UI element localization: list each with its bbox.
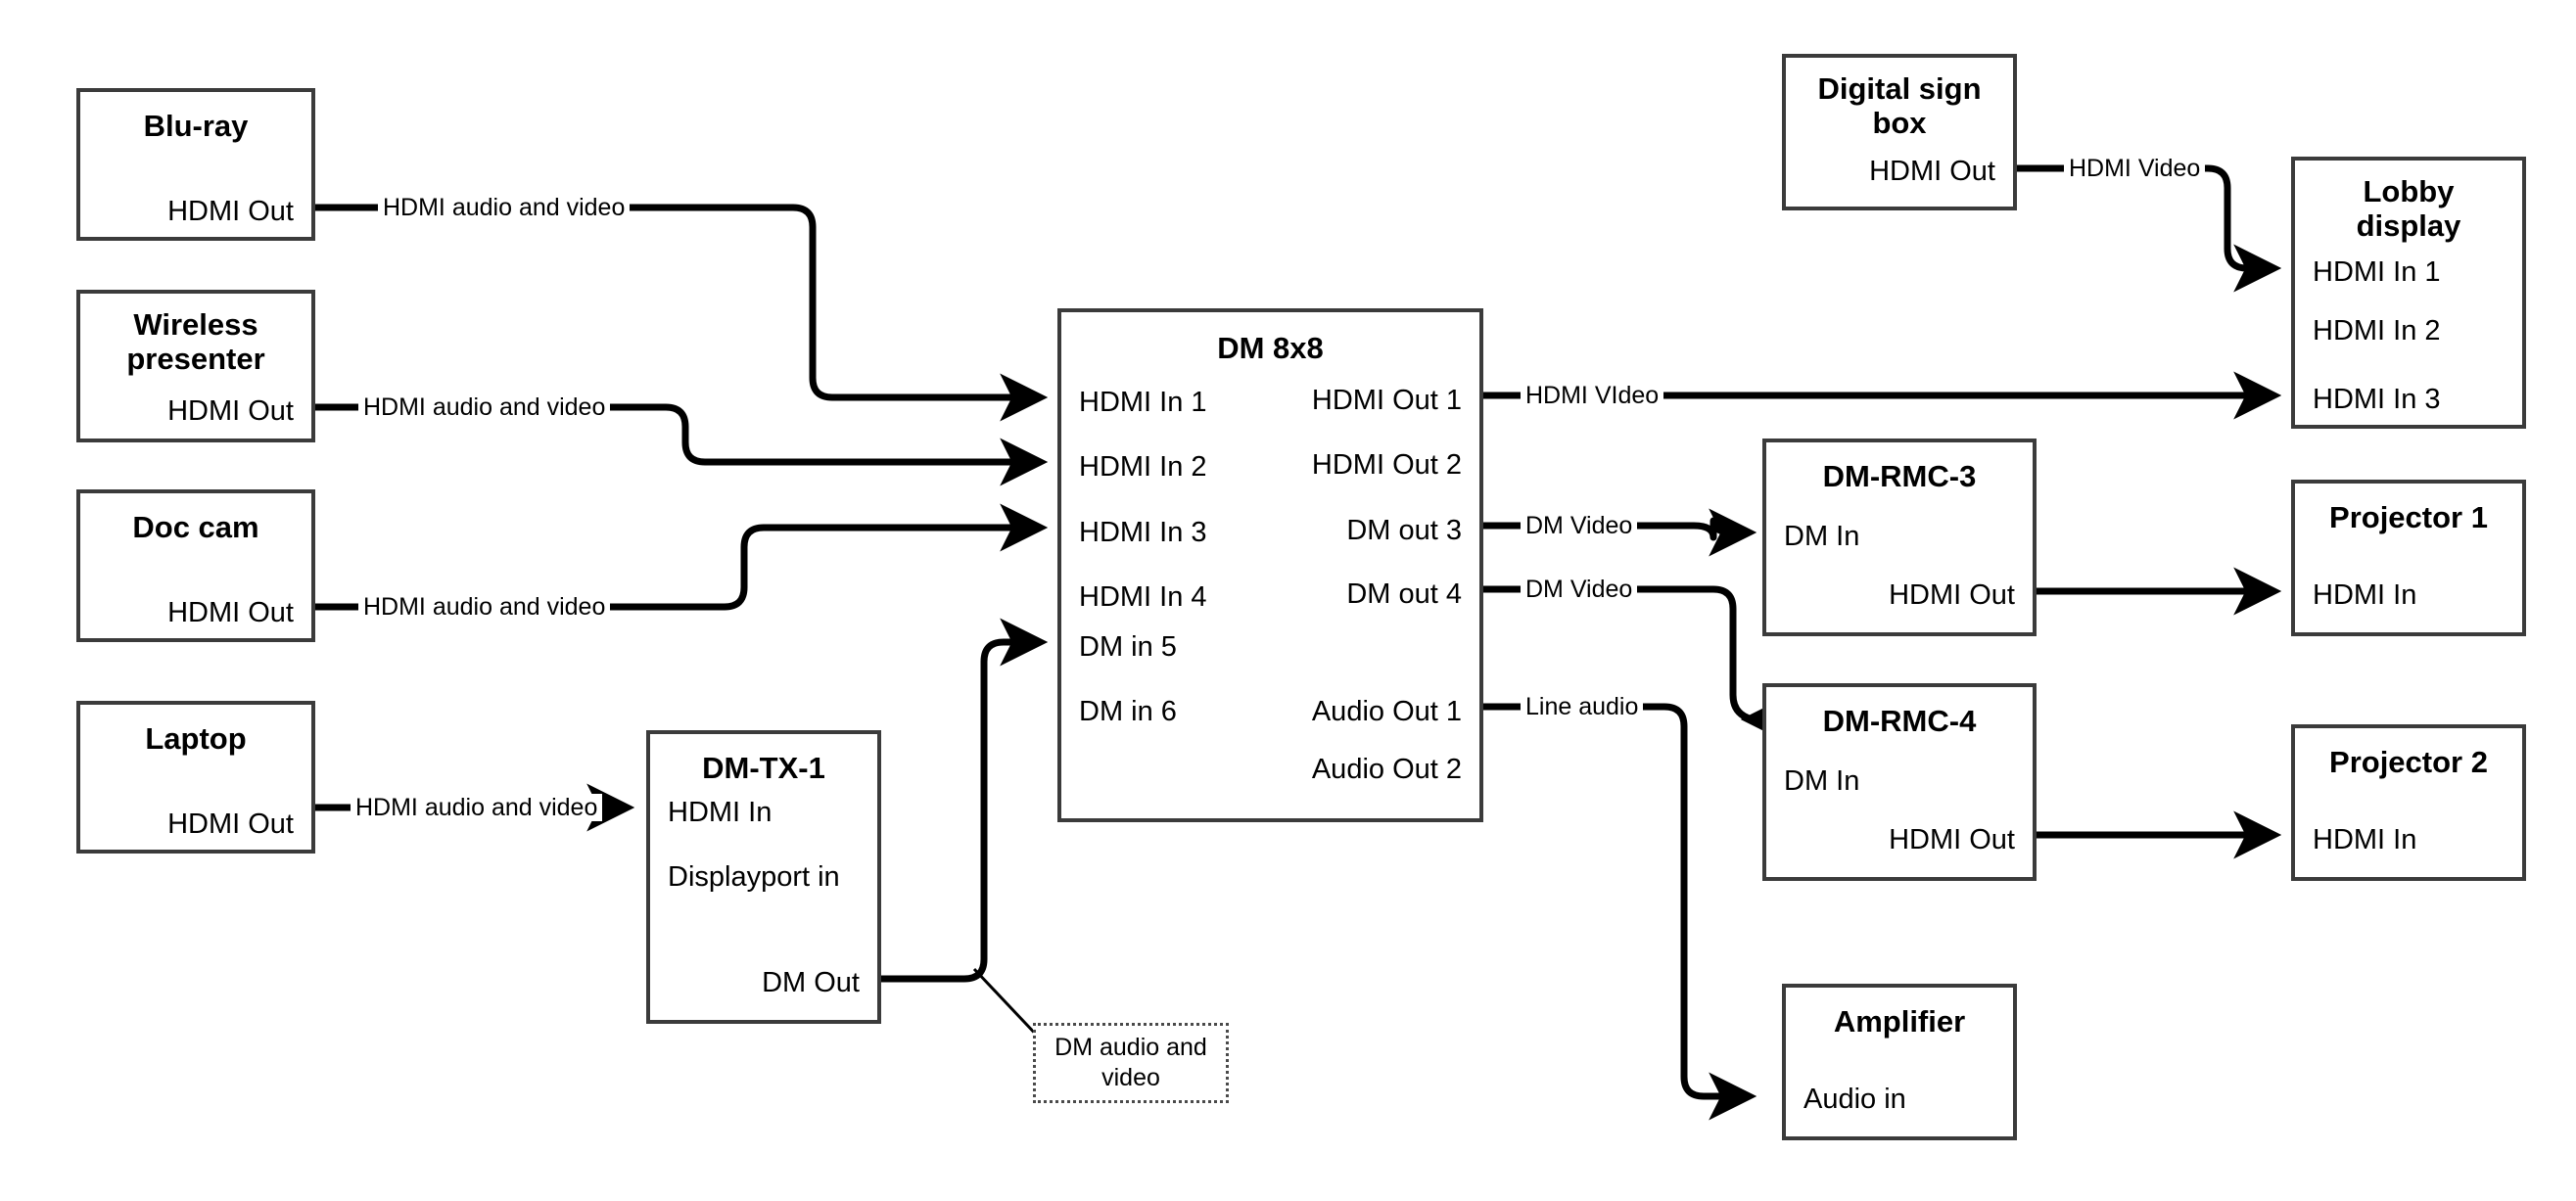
- node-title: Laptop: [145, 721, 247, 756]
- node-title: Digital sign box: [1817, 71, 1982, 140]
- node-projector-2[interactable]: Projector 2 HDMI In: [2291, 724, 2526, 881]
- port-hdmi-in-3[interactable]: HDMI In 3: [2313, 384, 2441, 415]
- node-title: DM-RMC-3: [1822, 459, 1977, 493]
- port-hdmi-in-4[interactable]: HDMI In 4: [1079, 581, 1207, 613]
- node-dm-rmc-4[interactable]: DM-RMC-4 DM In HDMI Out: [1762, 683, 2037, 881]
- node-title: Blu-ray: [143, 109, 249, 143]
- port-dm-in-6[interactable]: DM in 6: [1079, 696, 1177, 727]
- node-title: Projector 2: [2329, 745, 2488, 779]
- wire-label-doccam-to-dm8x8: HDMI audio and video: [358, 593, 611, 621]
- port-hdmi-in-2[interactable]: HDMI In 2: [2313, 315, 2441, 346]
- port-hdmi-out[interactable]: HDMI Out: [167, 196, 294, 227]
- node-digital-sign-box[interactable]: Digital sign box HDMI Out: [1782, 54, 2017, 210]
- port-dm-out[interactable]: DM Out: [762, 967, 860, 998]
- port-hdmi-out-1[interactable]: HDMI Out 1: [1311, 385, 1462, 416]
- port-audio-in[interactable]: Audio in: [1803, 1084, 1906, 1115]
- port-dm-out-3[interactable]: DM out 3: [1346, 515, 1462, 546]
- node-wireless-presenter[interactable]: Wireless presenter HDMI Out: [76, 290, 315, 442]
- port-dm-in-5[interactable]: DM in 5: [1079, 631, 1177, 663]
- wire-label-laptop-to-dmtx1: HDMI audio and video: [351, 794, 603, 821]
- node-title: Projector 1: [2329, 500, 2488, 534]
- node-title: DM-RMC-4: [1822, 704, 1977, 738]
- port-hdmi-out[interactable]: HDMI Out: [167, 395, 294, 427]
- node-projector-1[interactable]: Projector 1 HDMI In: [2291, 480, 2526, 636]
- node-dm-tx-1[interactable]: DM-TX-1 HDMI In Displayport in DM Out: [646, 730, 881, 1024]
- wire-label-wireless-to-dm8x8: HDMI audio and video: [358, 393, 611, 421]
- node-doc-cam[interactable]: Doc cam HDMI Out: [76, 489, 315, 642]
- port-hdmi-in-1[interactable]: HDMI In 1: [1079, 387, 1207, 418]
- node-bluray[interactable]: Blu-ray HDMI Out: [76, 88, 315, 241]
- port-audio-out-1[interactable]: Audio Out 1: [1311, 696, 1462, 727]
- wire-label-dm8x8-audio1-to-amp: Line audio: [1521, 693, 1644, 720]
- port-dm-out-4[interactable]: DM out 4: [1346, 578, 1462, 610]
- wire-label-dm8x8-out1-to-lobby: HDMI VIdeo: [1521, 382, 1664, 409]
- port-dm-in[interactable]: DM In: [1784, 765, 1860, 797]
- node-title: Lobby display: [2356, 174, 2461, 243]
- port-hdmi-out[interactable]: HDMI Out: [1889, 579, 2015, 611]
- port-hdmi-out[interactable]: HDMI Out: [167, 597, 294, 628]
- port-displayport-in[interactable]: Displayport in: [668, 861, 840, 893]
- port-hdmi-out[interactable]: HDMI Out: [1869, 156, 1995, 187]
- node-amplifier[interactable]: Amplifier Audio in: [1782, 984, 2017, 1140]
- port-audio-out-2[interactable]: Audio Out 2: [1311, 754, 1462, 785]
- wire-dmtx1-to-dm8x8: [881, 618, 1049, 983]
- port-hdmi-out-2[interactable]: HDMI Out 2: [1311, 449, 1462, 481]
- wire-label-dm8x8-out4-to-rmc4: DM Video: [1521, 576, 1638, 603]
- wire-dm8x8-audio1-to-amp: [1483, 703, 1757, 1121]
- port-hdmi-in[interactable]: HDMI In: [2313, 824, 2417, 855]
- node-lobby-display[interactable]: Lobby display HDMI In 1 HDMI In 2 HDMI I…: [2291, 157, 2526, 429]
- callout-leader-line: [972, 967, 1043, 1041]
- port-hdmi-in-1[interactable]: HDMI In 1: [2313, 256, 2441, 288]
- port-hdmi-in-3[interactable]: HDMI In 3: [1079, 517, 1207, 548]
- wire-bluray-to-dm8x8: [315, 204, 1049, 422]
- wire-label-bluray-to-dm8x8: HDMI audio and video: [378, 194, 631, 221]
- wire-signbox-to-lobby: [2017, 164, 2282, 293]
- port-hdmi-in[interactable]: HDMI In: [668, 797, 773, 828]
- wire-label-dm8x8-out3-to-rmc3: DM Video: [1521, 512, 1638, 539]
- node-title: DM-TX-1: [702, 751, 825, 785]
- wire-label-signbox-to-lobby: HDMI Video: [2064, 155, 2206, 182]
- node-dm-rmc-3[interactable]: DM-RMC-3 DM In HDMI Out: [1762, 439, 2037, 636]
- port-hdmi-in[interactable]: HDMI In: [2313, 579, 2417, 611]
- node-title: Amplifier: [1833, 1004, 1966, 1039]
- node-dm-8x8[interactable]: DM 8x8 HDMI In 1 HDMI In 2 HDMI In 3 HDM…: [1057, 308, 1483, 822]
- callout-dm-audio-and-video: DM audio and video: [1033, 1023, 1229, 1103]
- node-title: Wireless presenter: [126, 307, 265, 376]
- node-title: DM 8x8: [1217, 331, 1324, 365]
- port-hdmi-out[interactable]: HDMI Out: [1889, 824, 2015, 855]
- port-hdmi-in-2[interactable]: HDMI In 2: [1079, 451, 1207, 483]
- port-hdmi-out[interactable]: HDMI Out: [167, 808, 294, 840]
- port-dm-in[interactable]: DM In: [1784, 521, 1860, 552]
- node-laptop[interactable]: Laptop HDMI Out: [76, 701, 315, 854]
- node-title: Doc cam: [132, 510, 259, 544]
